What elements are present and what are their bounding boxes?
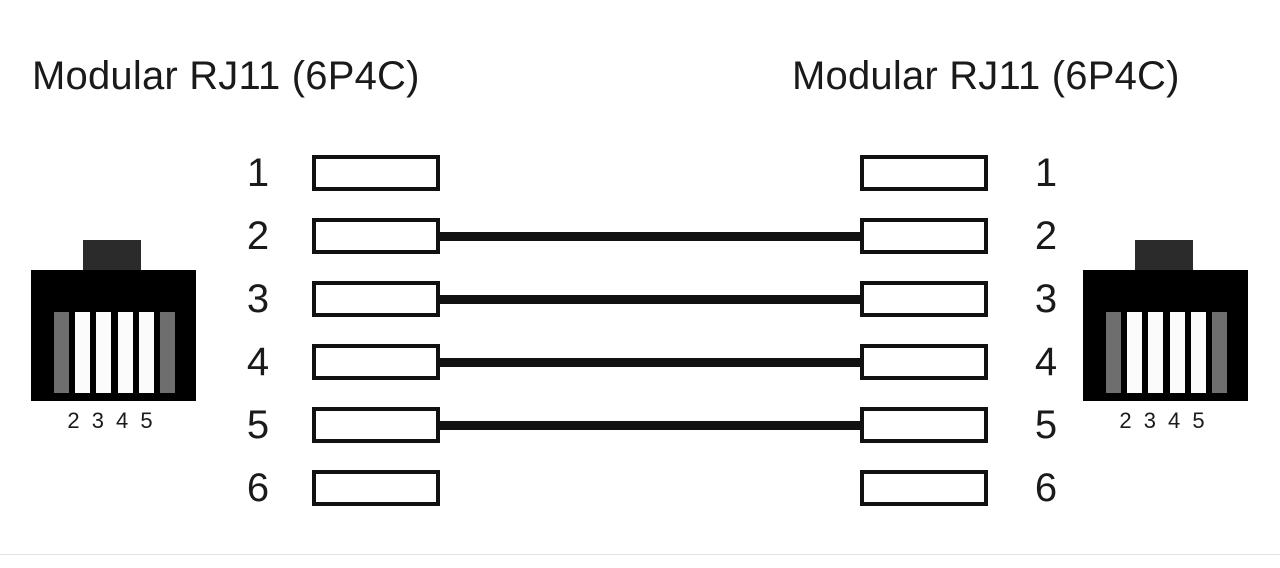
right-pin-box-5[interactable] [860, 407, 988, 443]
right-pin-number-5: 5 [1034, 403, 1058, 447]
wire-pin5-to-pin5 [438, 421, 862, 430]
connector-slot-row [1106, 312, 1227, 393]
left-pin-number-3: 3 [246, 277, 270, 321]
right-connector-caption: 2 3 4 5 [1119, 408, 1208, 433]
right-pin-number-1: 1 [1034, 151, 1058, 195]
right-rj11-connector: 2 3 4 5 [1076, 240, 1251, 440]
left-connector-caption: 2 3 4 5 [67, 408, 156, 433]
left-pin-box-2[interactable] [312, 218, 440, 254]
connector-slot-1 [1106, 312, 1121, 393]
left-connector-title: Modular RJ11 (6P4C) [32, 54, 420, 98]
left-pin-box-1[interactable] [312, 155, 440, 191]
left-pin-box-3[interactable] [312, 281, 440, 317]
left-pin-number-6: 6 [246, 466, 270, 510]
connector-latch-tab [1135, 240, 1193, 272]
connector-slot-6 [159, 312, 175, 393]
wire-pin3-to-pin3 [438, 295, 862, 304]
right-pin-box-6[interactable] [860, 470, 988, 506]
right-connector-title: Modular RJ11 (6P4C) [792, 54, 1180, 98]
left-pin-number-5: 5 [246, 403, 270, 447]
left-pin-number-2: 2 [246, 214, 270, 258]
connector-slot-3 [96, 312, 112, 393]
left-pin-box-5[interactable] [312, 407, 440, 443]
right-pin-number-3: 3 [1034, 277, 1058, 321]
right-pin-box-1[interactable] [860, 155, 988, 191]
connector-slot-1 [54, 312, 69, 393]
right-pin-number-4: 4 [1034, 340, 1058, 384]
connector-slot-5 [1190, 312, 1206, 393]
connector-slot-4 [1169, 312, 1185, 393]
right-pin-box-3[interactable] [860, 281, 988, 317]
connector-slot-row [54, 312, 175, 393]
left-rj11-connector: 2 3 4 5 [24, 240, 199, 440]
connector-slot-2 [1127, 312, 1143, 393]
right-pin-number-6: 6 [1034, 466, 1058, 510]
connector-slot-6 [1211, 312, 1227, 393]
connector-slot-3 [1148, 312, 1164, 393]
left-pin-number-1: 1 [246, 151, 270, 195]
right-pin-box-4[interactable] [860, 344, 988, 380]
right-pin-number-2: 2 [1034, 214, 1058, 258]
right-pin-box-2[interactable] [860, 218, 988, 254]
bottom-divider [0, 554, 1280, 555]
connector-latch-tab [83, 240, 141, 272]
connector-slot-4 [117, 312, 133, 393]
left-pin-box-6[interactable] [312, 470, 440, 506]
connector-slot-2 [75, 312, 91, 393]
wire-pin4-to-pin4 [438, 358, 862, 367]
connector-slot-5 [138, 312, 154, 393]
left-pin-number-4: 4 [246, 340, 270, 384]
wire-pin2-to-pin2 [438, 232, 862, 241]
left-pin-box-4[interactable] [312, 344, 440, 380]
